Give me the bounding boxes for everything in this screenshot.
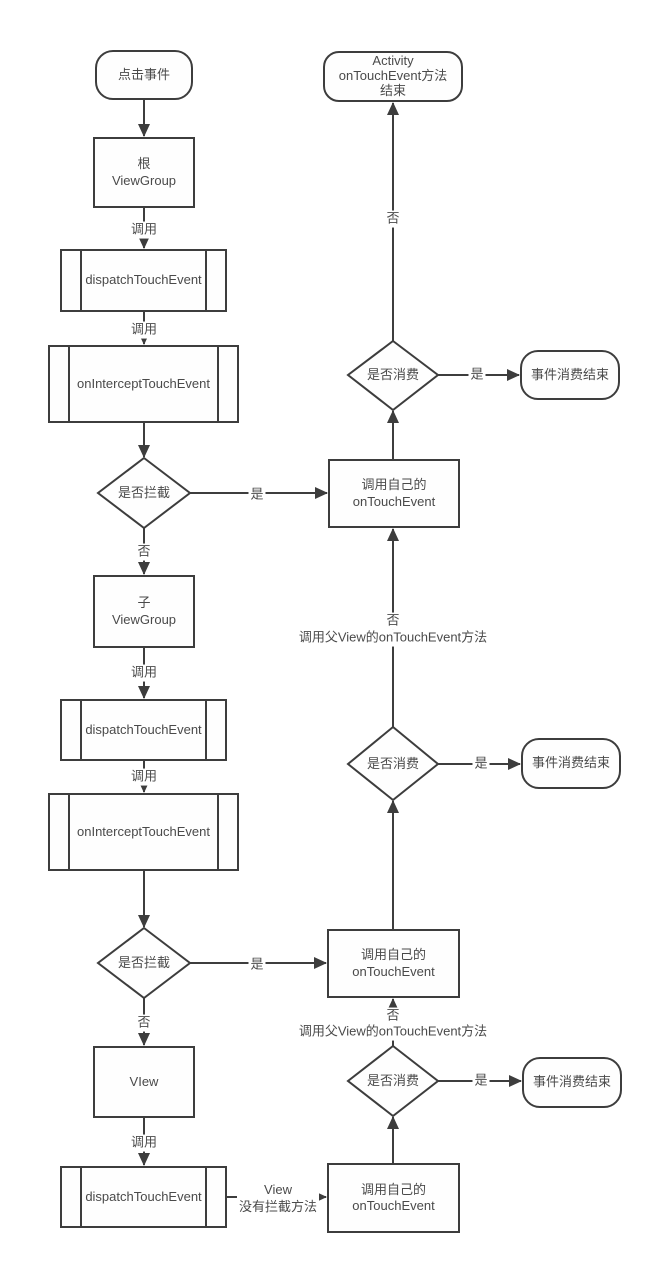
label-no-consume-3: 否 xyxy=(384,1007,402,1025)
node-start-label: 点击事件 xyxy=(117,66,170,82)
label-call-3: 调用 xyxy=(128,664,160,682)
diamond-is-intercept-2-label: 是否拦截 xyxy=(117,954,171,970)
node-consume-end-3-label: 事件消费结束 xyxy=(532,1074,611,1090)
diamond-is-consume-1-label: 是否消费 xyxy=(366,366,420,382)
diamond-is-consume-3-label: 是否消费 xyxy=(366,1072,420,1088)
node-root-viewgroup-label: 根 ViewGroup xyxy=(111,156,177,188)
node-consume-end-3: 事件消费结束 xyxy=(522,1057,622,1108)
node-own-ontouch-2: 调用自己的 onTouchEvent xyxy=(327,929,460,998)
node-dispatch-touch-event-3: dispatchTouchEvent xyxy=(60,1166,227,1228)
label-yes-consume-3: 是 xyxy=(472,1072,490,1090)
diamond-is-consume-3-shape xyxy=(346,1044,440,1118)
label-call-4: 调用 xyxy=(128,768,160,786)
node-start: 点击事件 xyxy=(95,50,193,100)
node-own-ontouch-3: 调用自己的 onTouchEvent xyxy=(327,1163,460,1233)
label-yes-intercept-2: 是 xyxy=(248,956,266,974)
diamond-is-consume-2-shape xyxy=(346,725,440,802)
node-dispatch-touch-event-3-label: dispatchTouchEvent xyxy=(85,1188,202,1204)
label-call-2: 调用 xyxy=(128,321,160,339)
label-no-intercept-1: 否 xyxy=(135,543,153,561)
node-activity-end: Activity onTouchEvent方法 结束 xyxy=(323,51,463,102)
label-no-consume-2: 否 xyxy=(384,612,402,630)
node-dispatch-touch-event-1: dispatchTouchEvent xyxy=(60,249,227,312)
diamond-is-intercept-1-label: 是否拦截 xyxy=(117,484,171,500)
label-parent-ontouch-2: 调用父View的onTouchEvent方法 xyxy=(296,1023,490,1041)
node-own-ontouch-1: 调用自己的 onTouchEvent xyxy=(328,459,460,528)
node-on-intercept-touch-event-1: onInterceptTouchEvent xyxy=(48,345,239,423)
label-parent-ontouch-1: 调用父View的onTouchEvent方法 xyxy=(296,629,490,647)
label-call-1: 调用 xyxy=(128,221,160,239)
node-consume-end-1: 事件消费结束 xyxy=(520,350,620,400)
node-on-intercept-touch-event-2-label: onInterceptTouchEvent xyxy=(77,823,210,839)
node-consume-end-2-label: 事件消费结束 xyxy=(531,755,610,771)
node-child-viewgroup-label: 子 ViewGroup xyxy=(111,595,177,627)
label-yes-consume-2: 是 xyxy=(472,755,490,773)
diamond-is-intercept-2-shape xyxy=(96,926,192,1000)
label-no-consume-1: 否 xyxy=(384,210,402,228)
label-call-5: 调用 xyxy=(128,1134,160,1152)
label-yes-consume-1: 是 xyxy=(468,366,486,384)
node-dispatch-touch-event-2-label: dispatchTouchEvent xyxy=(85,721,202,737)
node-activity-end-label: Activity onTouchEvent方法 结束 xyxy=(338,53,448,98)
diamond-is-intercept-1-shape xyxy=(96,456,192,530)
label-view-no-intercept: View 没有拦截方法 xyxy=(236,1182,320,1216)
diamond-is-consume-1-shape xyxy=(346,339,440,412)
node-own-ontouch-1-label: 调用自己的 onTouchEvent xyxy=(352,477,436,509)
node-root-viewgroup: 根 ViewGroup xyxy=(93,137,195,208)
node-dispatch-touch-event-2: dispatchTouchEvent xyxy=(60,699,227,761)
node-consume-end-2: 事件消费结束 xyxy=(521,738,621,789)
node-own-ontouch-3-label: 调用自己的 onTouchEvent xyxy=(352,1181,435,1213)
node-own-ontouch-2-label: 调用自己的 onTouchEvent xyxy=(352,947,435,979)
node-on-intercept-touch-event-2: onInterceptTouchEvent xyxy=(48,793,239,871)
node-view: VIew xyxy=(93,1046,195,1118)
label-no-intercept-2: 否 xyxy=(135,1014,153,1032)
label-yes-intercept-1: 是 xyxy=(248,486,266,504)
node-dispatch-touch-event-1-label: dispatchTouchEvent xyxy=(85,272,202,288)
node-consume-end-1-label: 事件消费结束 xyxy=(530,366,609,382)
node-child-viewgroup: 子 ViewGroup xyxy=(93,575,195,648)
diamond-is-consume-2-label: 是否消费 xyxy=(366,755,420,771)
node-on-intercept-touch-event-1-label: onInterceptTouchEvent xyxy=(77,375,210,391)
node-view-label: VIew xyxy=(129,1073,159,1089)
